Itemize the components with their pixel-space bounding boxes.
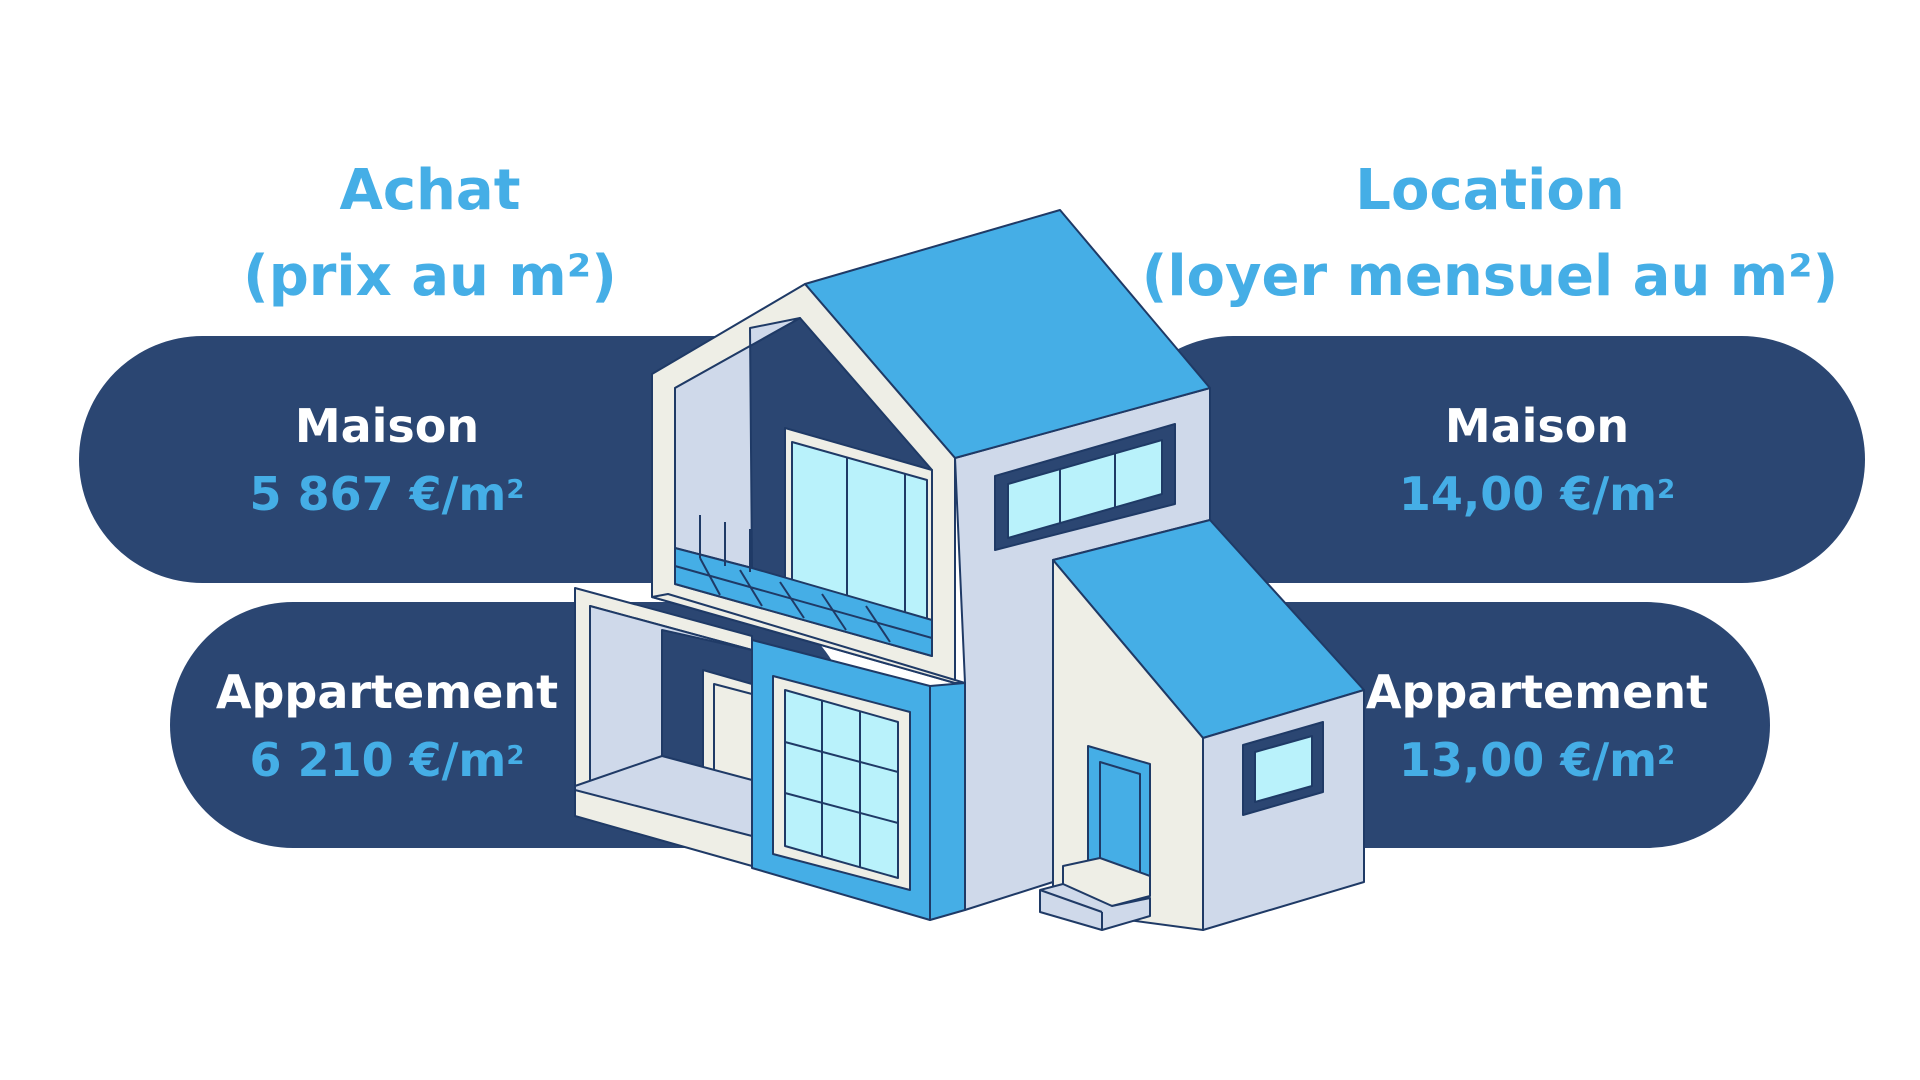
achat-appartement-price-line: 6 210 €/m2	[177, 726, 597, 794]
achat-subtitle: (prix au m²)	[243, 244, 617, 309]
achat-appartement-block: Appartement 6 210 €/m2	[177, 658, 597, 794]
location-maison-price-line: 14,00 €/m2	[1327, 460, 1747, 528]
location-title: Location	[1355, 158, 1625, 223]
achat-appartement-price: 6 210 €/m	[249, 733, 507, 787]
achat-maison-sup: 2	[506, 475, 525, 505]
location-appartement-block: Appartement 13,00 €/m2	[1327, 658, 1747, 794]
location-appartement-price: 13,00 €/m	[1398, 733, 1658, 787]
location-maison-price: 14,00 €/m	[1398, 467, 1658, 521]
location-maison-sup: 2	[1657, 475, 1676, 505]
achat-appartement-name: Appartement	[215, 665, 559, 719]
location-maison-pill	[1110, 336, 1865, 583]
achat-maison-price: 5 867 €/m	[249, 467, 507, 521]
achat-maison-name: Maison	[294, 399, 480, 453]
location-appartement-price-line: 13,00 €/m2	[1327, 726, 1747, 794]
location-heading: Location (loyer mensuel au m²)	[1140, 148, 1840, 320]
achat-maison-block: Maison 5 867 €/m2	[177, 392, 597, 528]
achat-title: Achat	[339, 158, 521, 223]
location-subtitle: (loyer mensuel au m²)	[1141, 244, 1839, 309]
location-appartement-name: Appartement	[1365, 665, 1709, 719]
achat-heading: Achat (prix au m²)	[230, 148, 630, 320]
achat-appartement-sup: 2	[506, 741, 525, 771]
achat-maison-price-line: 5 867 €/m2	[177, 460, 597, 528]
location-appartement-sup: 2	[1657, 741, 1676, 771]
location-maison-block: Maison 14,00 €/m2	[1327, 392, 1747, 528]
location-maison-name: Maison	[1444, 399, 1630, 453]
